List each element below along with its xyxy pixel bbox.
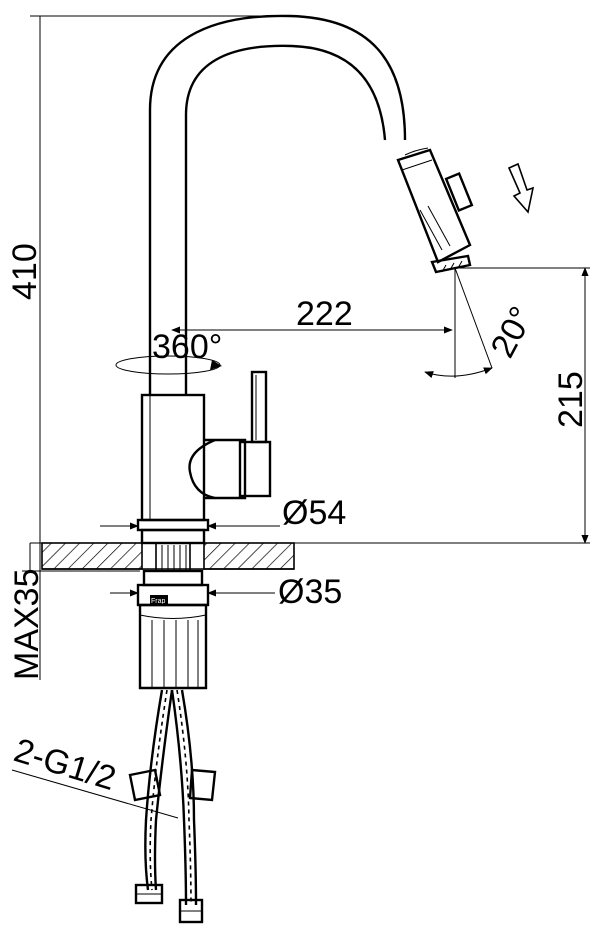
spout: [148, 14, 407, 395]
spray-angle-label: 20°: [484, 301, 542, 364]
pull-out-spray-head: [396, 147, 474, 274]
spout-height-215-label: 215: [552, 371, 590, 428]
swivel-indicator: 360°: [115, 328, 222, 375]
nut-marking: Frap: [151, 598, 166, 605]
height-dimension-410: 410: [6, 15, 590, 544]
lock-body: [138, 603, 208, 690]
pull-out-direction-arrow: [507, 162, 535, 214]
height-410-label: 410: [6, 243, 44, 300]
base-flange: [136, 518, 210, 545]
reach-dimension-222: 222: [171, 295, 453, 334]
shank-diameter-label: Ø35: [278, 573, 342, 611]
hose-connection-label: 2-G1/2: [10, 731, 121, 798]
swivel-360-label: 360°: [152, 328, 222, 366]
max-thickness-dimension: MAX35: [8, 543, 140, 680]
shank-diameter-dimension: Ø35: [110, 573, 342, 611]
base-diameter-label: Ø54: [282, 494, 346, 532]
max-thickness-label: MAX35: [8, 569, 46, 681]
base-diameter-dimension: Ø54: [100, 494, 346, 532]
faucet-body: [140, 393, 206, 522]
threaded-shank: [155, 542, 191, 572]
spout-height-dimension-215: 215: [455, 267, 590, 544]
braided-hoses: [128, 689, 217, 924]
countertop-section: [41, 542, 295, 570]
lever-handle: [188, 370, 272, 500]
mounting-nut: Frap: [136, 569, 210, 607]
reach-222-label: 222: [296, 295, 353, 333]
spray-angle-dimension: 20°: [424, 267, 542, 378]
